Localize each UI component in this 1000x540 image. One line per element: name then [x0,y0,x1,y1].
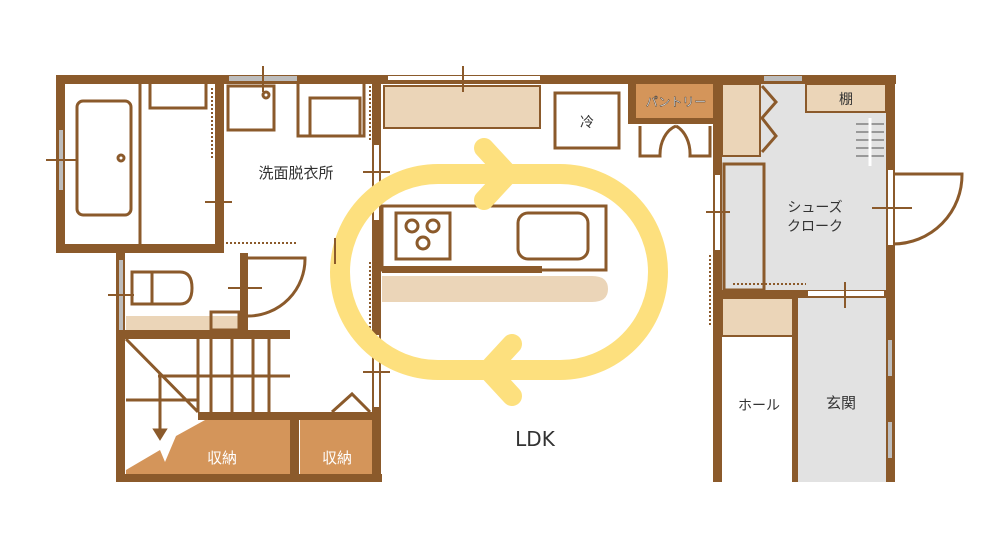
loop-arrow-right-icon [474,138,518,210]
sliding-door-lines [211,86,806,330]
stair-storage-edge [126,420,205,470]
fridge [553,91,621,150]
sink [516,211,590,261]
shoe-closet-label-2: クローク [787,219,843,235]
washroom-label: 洗面脱衣所 [258,164,333,182]
vanity [296,84,366,138]
stairs [124,337,372,441]
storage-right-label: 収納 [322,449,352,467]
bathtub [75,99,133,217]
pantry [636,84,716,120]
shoe-shelf-left [721,83,761,157]
bathtub-drain [116,153,126,163]
entrance-label: 玄関 [826,394,856,412]
opening-marks [46,66,912,373]
loop-arrow-left-icon [478,334,522,406]
circulation-loop [330,138,668,406]
stove [394,211,452,261]
washing-machine [226,84,276,132]
doors [247,85,964,318]
shoe-closet-label-1: シューズ [787,200,842,216]
shelf-label: 棚 [839,92,853,108]
fridge-label: 冷 [580,115,594,131]
bathroom-fixtures [75,84,366,332]
bath-shelf [148,84,208,110]
storage-left-label: 収納 [207,449,237,467]
hall-label: ホール [738,398,780,414]
ldk-label: LDK [515,427,556,451]
toilet [130,270,194,306]
storage-right [300,420,374,480]
pantry-label: パントリー [646,95,707,109]
entrance-floor [797,298,888,482]
peninsula-counter [382,276,608,302]
toilet-counter [126,316,244,330]
hand-sink [209,310,241,332]
hall-cabinet [721,297,795,337]
shoe-rack [856,118,884,166]
kitchen-back-counter [383,85,541,129]
